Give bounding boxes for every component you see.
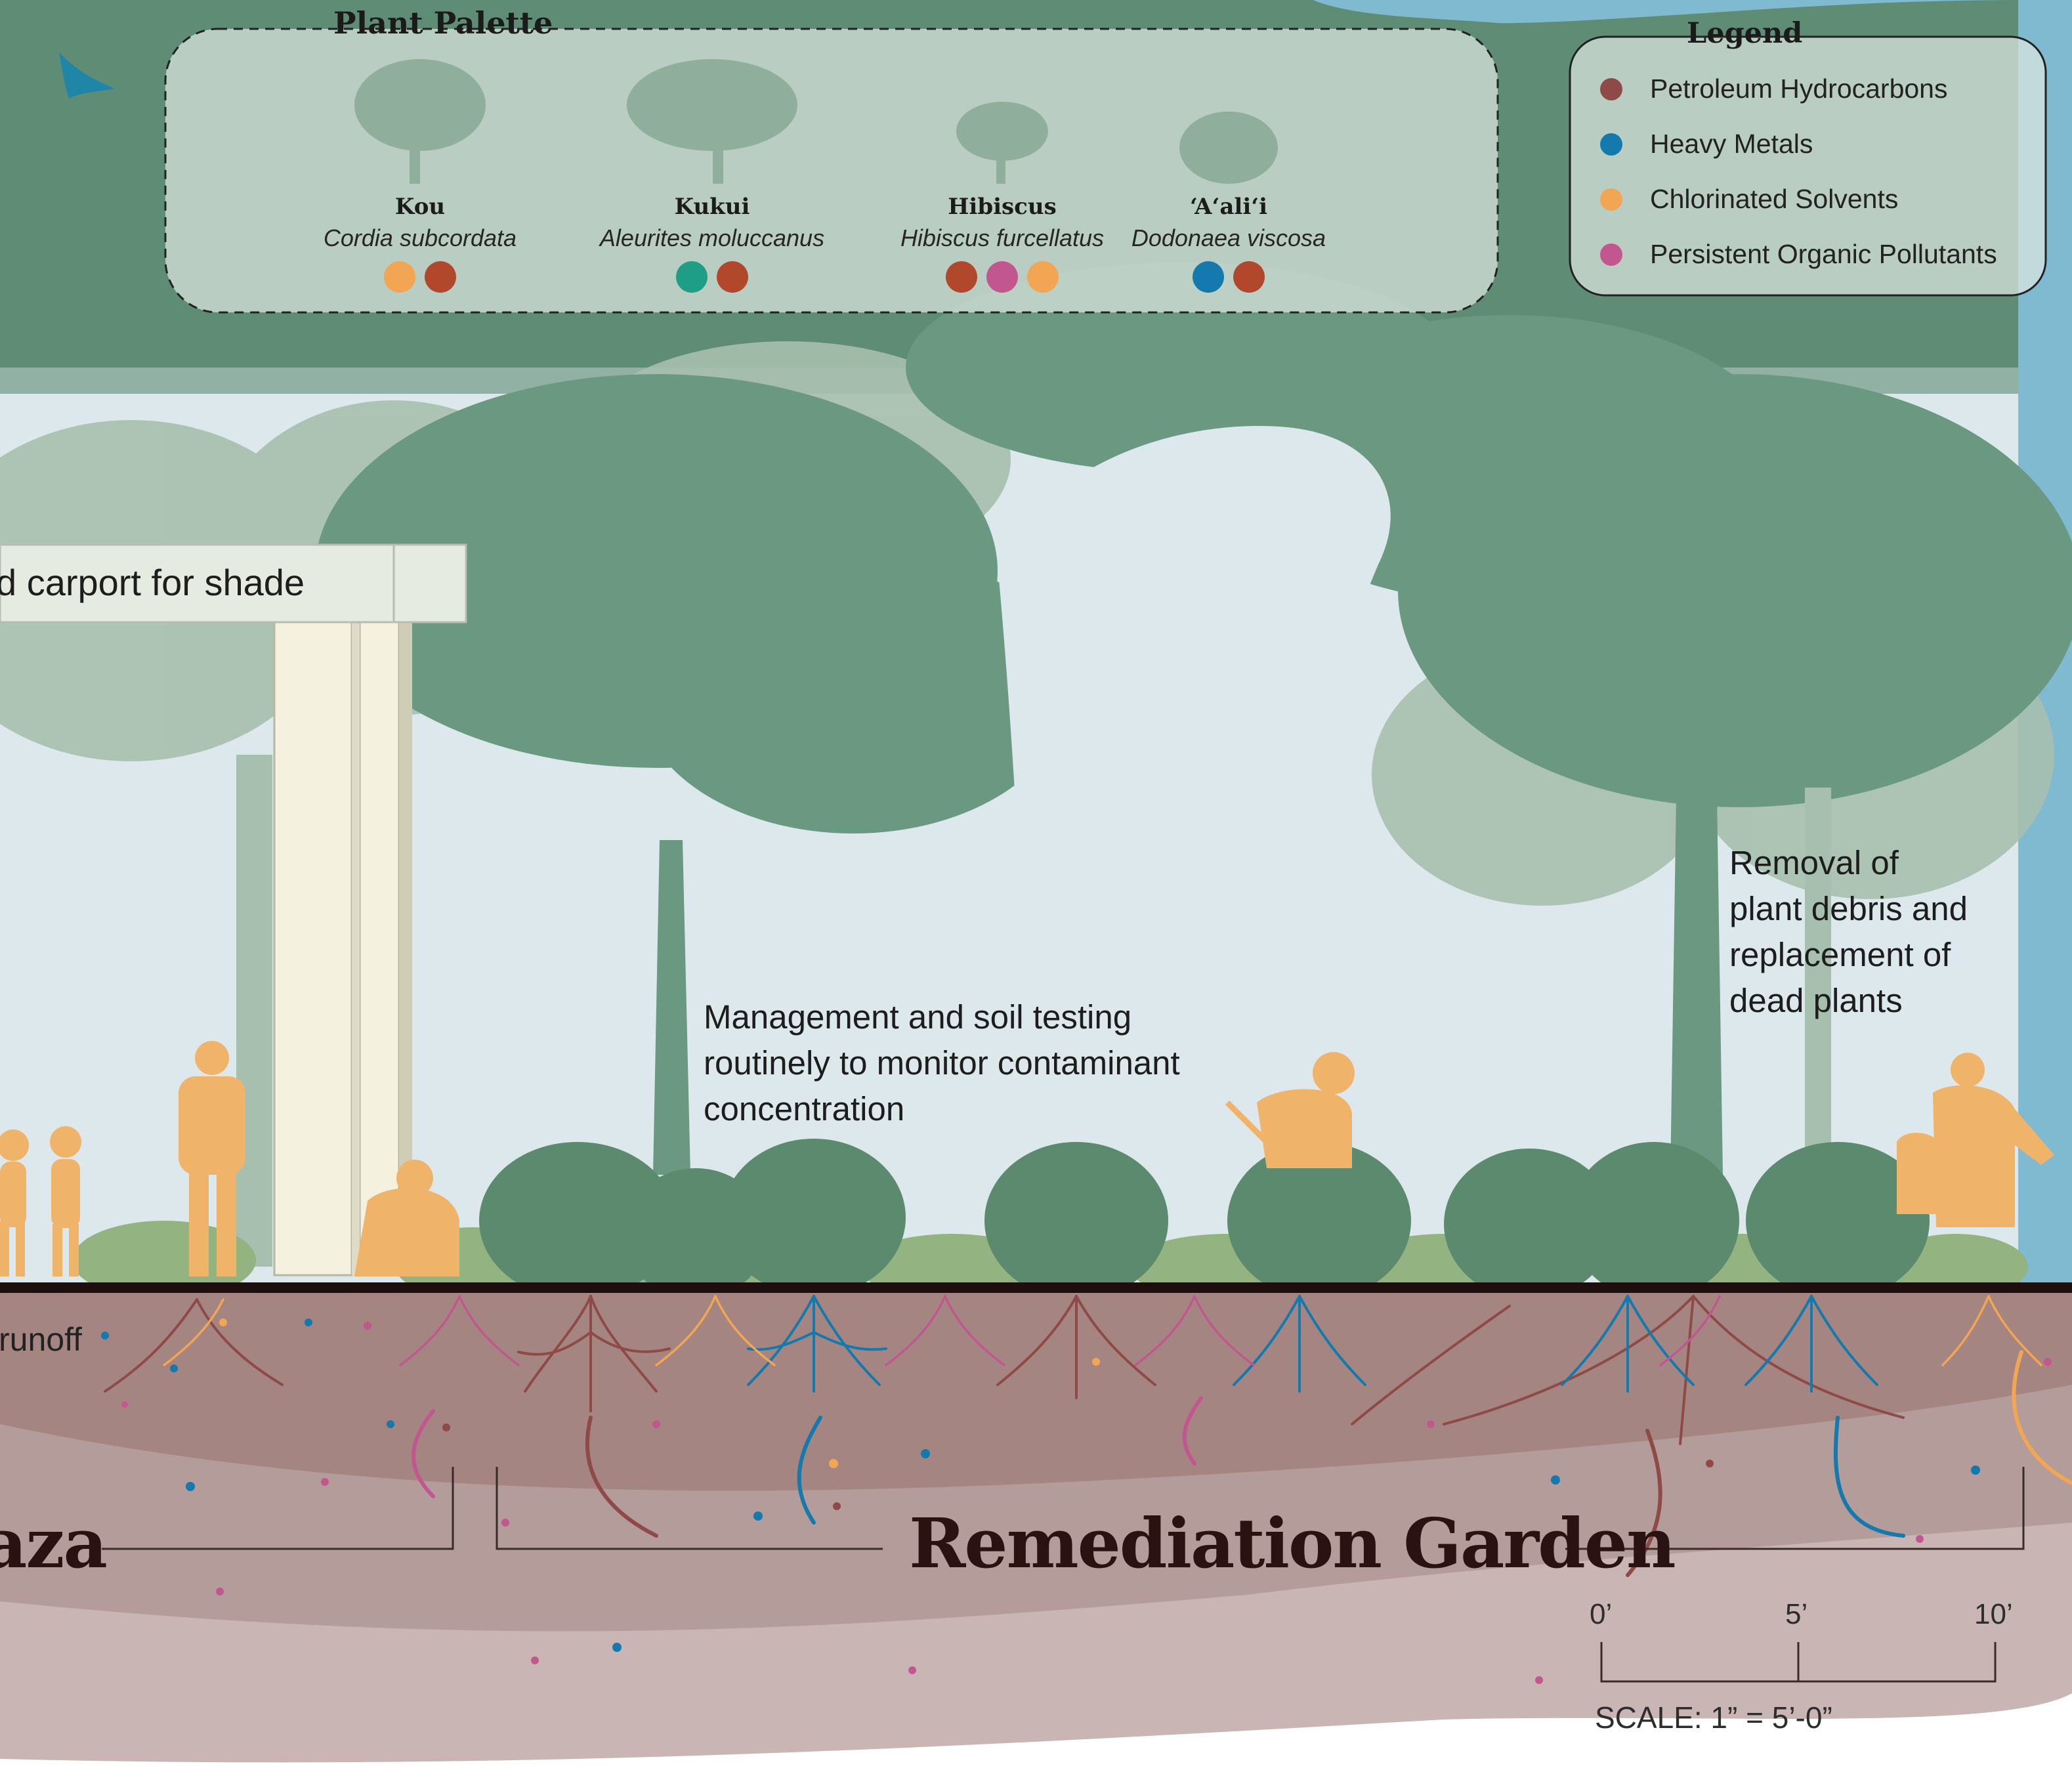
contaminant-dot [1233, 261, 1265, 293]
zone-brackets [102, 1467, 2025, 1550]
runoff-label: runoff [0, 1321, 82, 1358]
bird-icon [59, 53, 115, 98]
contaminant-particles [101, 1318, 2052, 1684]
people-silhouettes [0, 1041, 2054, 1276]
legend-dot [1600, 77, 1622, 100]
contaminant-dot [986, 261, 1018, 293]
tree-trunks [653, 755, 1723, 1175]
remediation-garden-title: Remediation Garden [909, 1503, 1676, 1584]
contaminant-dot [1193, 261, 1224, 293]
legend-item: Heavy Metals [1600, 129, 1813, 159]
ground-line [0, 1282, 2072, 1293]
legend-item: Persistent Organic Pollutants [1600, 239, 1997, 270]
sky-clearing [998, 425, 1444, 1175]
legend-label: Heavy Metals [1650, 129, 1813, 159]
legend-label: Petroleum Hydrocarbons [1650, 74, 1948, 104]
plant-scientific-name: Hibiscus furcellatus [900, 224, 1105, 251]
plant-name: Hibiscus [948, 194, 1057, 220]
management-note: Management and soil testing routinely to… [704, 994, 1180, 1132]
plaza-zone-title: aza [0, 1503, 108, 1584]
legend-dot [1600, 133, 1622, 156]
carport-structure [0, 543, 467, 1276]
management-note-line-2: routinely to monitor contaminant [704, 1044, 1180, 1082]
soil-layer-top [0, 1293, 2072, 1491]
palette-tree-icons [354, 59, 1278, 184]
plant-name: Kou [394, 194, 446, 220]
contaminant-dot [676, 261, 708, 293]
plant-name: ‘A‘ali‘i [1190, 194, 1267, 220]
uptake-arrows [412, 1350, 2072, 1577]
removal-note-line-3: replacement of [1729, 936, 1951, 973]
root-systems [104, 1295, 2042, 1445]
legend-box [1569, 35, 2047, 297]
contaminant-dot [425, 261, 456, 293]
legend-dot [1600, 188, 1622, 211]
round-shrubs [479, 1139, 1930, 1299]
plant-palette-title: Plant Palette [333, 5, 553, 41]
plant-scientific-name: Cordia subcordata [323, 224, 517, 251]
plant-scientific-name: Aleurites moluccanus [599, 224, 825, 251]
removal-note: Removal of plant debris and replacement … [1729, 840, 1968, 1024]
removal-note-line-2: plant debris and [1729, 890, 1968, 927]
scale-bar [1600, 1642, 1997, 1683]
management-note-line-3: concentration [704, 1090, 905, 1128]
scale-tick-5: 5’ [1785, 1598, 1808, 1630]
management-note-line-1: Management and soil testing [704, 998, 1132, 1036]
contaminant-dot [1027, 261, 1059, 293]
scale-tick-0: 0’ [1590, 1598, 1613, 1630]
legend-dot [1600, 243, 1622, 266]
removal-note-line-1: Removal of [1729, 844, 1899, 881]
legend-item: Petroleum Hydrocarbons [1600, 74, 1947, 104]
contaminant-dot [946, 261, 977, 293]
legend-item: Chlorinated Solvents [1600, 184, 1898, 215]
foreground-canopies [315, 263, 2072, 833]
plant-name: Kukui [674, 194, 750, 220]
removal-note-line-4: dead plants [1729, 982, 1903, 1019]
carport-label: d carport for shade [0, 562, 305, 603]
plant-palette-box [164, 28, 1499, 314]
legend-label: Persistent Organic Pollutants [1650, 239, 1997, 269]
plant-scientific-name: Dodonaea viscosa [1131, 224, 1326, 251]
light-trunks [236, 755, 1831, 1267]
scale-label: SCALE: 1” = 5’-0” [1595, 1700, 1832, 1735]
contaminant-dot [384, 261, 415, 293]
scale-tick-10: 10’ [1974, 1598, 2013, 1630]
legend-title: Legend [1687, 17, 1803, 50]
contaminant-dot [717, 261, 748, 293]
legend-label: Chlorinated Solvents [1650, 184, 1899, 214]
